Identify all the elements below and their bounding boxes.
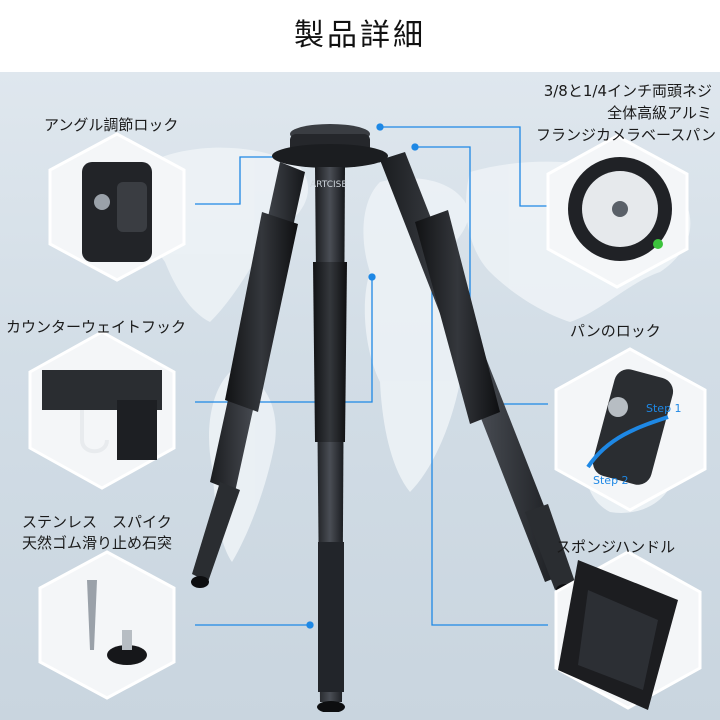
label-angle-lock: アングル調節ロック — [44, 116, 179, 134]
header: 製品詳細 — [0, 0, 720, 72]
tripod-main-image: ARTCISE — [191, 124, 575, 712]
label-screw-line1: 3/8と1/4インチ両頭ネジ — [543, 82, 712, 100]
detail-pan-lock-hex: Step 1 Step 2 — [554, 347, 707, 512]
page-title: 製品詳細 — [294, 18, 426, 53]
step-1-label: Step 1 — [646, 402, 682, 415]
detail-camera-base-hex — [546, 134, 689, 289]
label-screw-line3: フランジカメラベースパン — [535, 126, 716, 144]
detail-sponge-handle-hex — [554, 550, 702, 710]
detail-angle-lock-hex — [48, 132, 186, 282]
detail-spike-feet-hex — [38, 550, 176, 700]
detail-counterweight-hook-hex — [28, 330, 176, 490]
tripod-center-leg — [313, 167, 347, 712]
tripod-brand-logo: ARTCISE — [310, 180, 347, 190]
label-sponge-handle: スポンジハンドル — [556, 538, 676, 556]
label-screw-line2: 全体高級アルミ — [607, 104, 712, 122]
product-stage: ARTCISE — [0, 72, 720, 720]
label-feet-line2: 天然ゴム滑り止め石突 — [22, 534, 173, 552]
tripod-left-leg — [191, 162, 305, 588]
label-pan-lock: パンのロック — [570, 322, 661, 340]
label-feet-line1: ステンレス スパイク — [22, 513, 172, 531]
label-counterweight-hook: カウンターウェイトフック — [6, 318, 187, 336]
step-2-label: Step 2 — [593, 474, 629, 487]
